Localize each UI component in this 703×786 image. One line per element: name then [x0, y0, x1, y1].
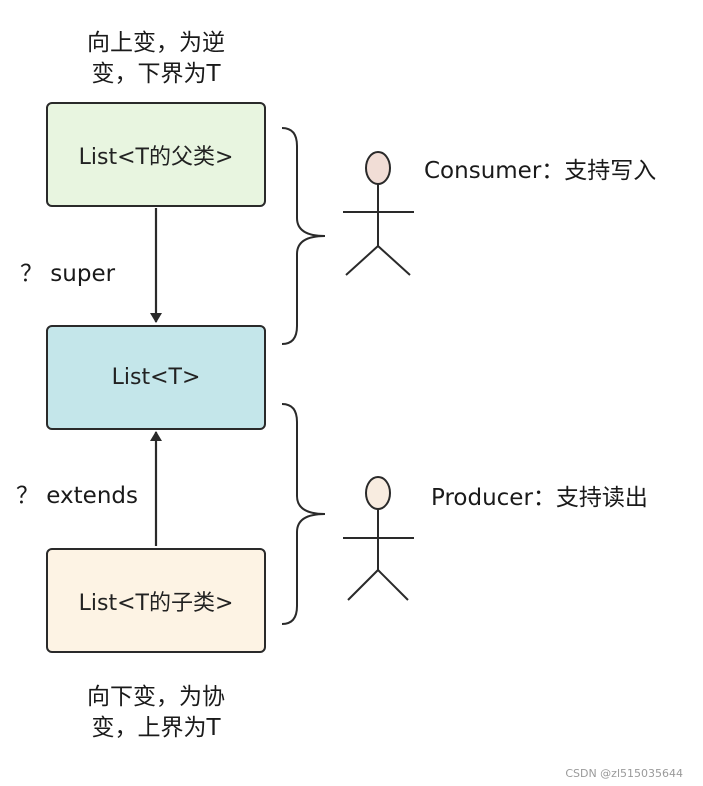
box-list-super: List<T的父类> [46, 102, 266, 207]
brace-upper [281, 127, 326, 345]
top-note: 向上变，为逆 变，下界为T [46, 28, 266, 90]
producer-figure-icon [343, 476, 414, 601]
producer-head [365, 476, 391, 510]
actor-label-producer: Producer：支持读出 [431, 485, 648, 511]
bottom-note: 向下变，为协 变，上界为T [46, 682, 266, 744]
box-list-super-label: List<T的父类> [78, 144, 234, 170]
edge-label-extends: ？ extends [16, 483, 138, 509]
box-list-sub-label: List<T的子类> [78, 590, 234, 616]
edge-label-super: ？ super [20, 261, 116, 287]
box-list-sub: List<T的子类> [46, 548, 266, 653]
top-note-line2: 变，下界为T [91, 61, 221, 87]
box-list-t-label: List<T> [111, 365, 201, 390]
box-list-t: List<T> [46, 325, 266, 430]
bottom-note-line1: 向下变，为协 [87, 684, 225, 710]
brace-lower [281, 403, 326, 625]
consumer-figure-icon [343, 151, 414, 276]
watermark: CSDN @zl515035644 [565, 767, 683, 780]
top-note-line1: 向上变，为逆 [87, 30, 225, 56]
consumer-head [365, 151, 391, 185]
actor-label-consumer: Consumer：支持写入 [424, 158, 657, 184]
bottom-note-line2: 变，上界为T [91, 715, 221, 741]
